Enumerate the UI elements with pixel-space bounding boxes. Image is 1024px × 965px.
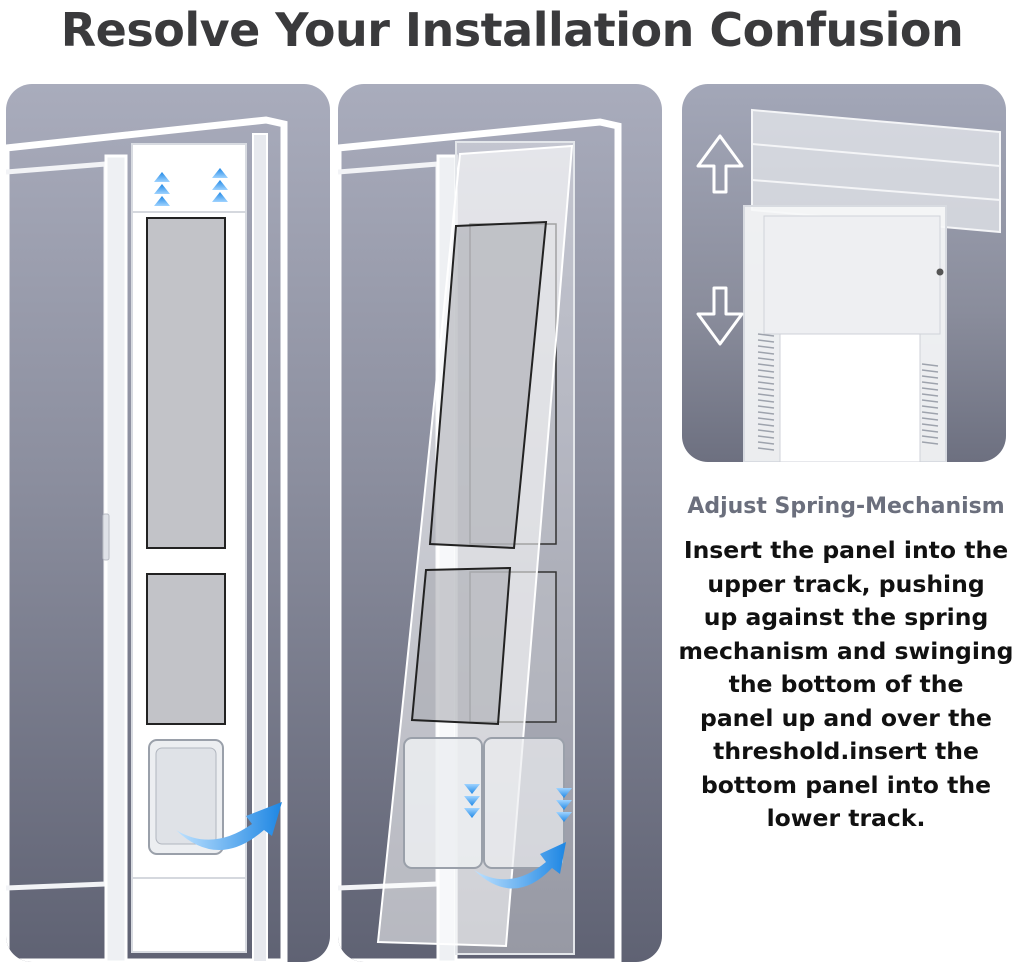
caption-title: Adjust Spring-Mechanism [687,494,1005,519]
caption-line: mechanism and swinging [678,636,1014,665]
page-headline: Resolve Your Installation Confusion [60,3,964,57]
caption-line: up against the spring [703,603,989,631]
down-arrow-outline-icon [696,286,744,346]
caption-line: Insert the panel into the [683,536,1009,564]
caption-line: bottom panel into the [700,770,992,799]
curved-arrow-icon [176,802,282,850]
caption-line: threshold.insert the [713,737,979,765]
caption-line: panel up and over the [700,703,992,732]
installed-panel-illustration [6,84,330,962]
caption-line: upper track, pushing [707,569,985,598]
curved-arrow-icon [474,842,566,889]
spring-mechanism-closeup [682,84,1006,462]
inserting-panel-illustration [338,84,662,962]
double-up-arrow-icon [154,168,228,206]
caption-line: lower track. [766,804,926,832]
up-arrow-outline-icon [696,134,744,194]
caption-body: Insert the panel into the upper track, p… [668,534,1024,836]
caption-line: the bottom of the [728,670,964,698]
double-down-arrow-icon [464,784,572,822]
